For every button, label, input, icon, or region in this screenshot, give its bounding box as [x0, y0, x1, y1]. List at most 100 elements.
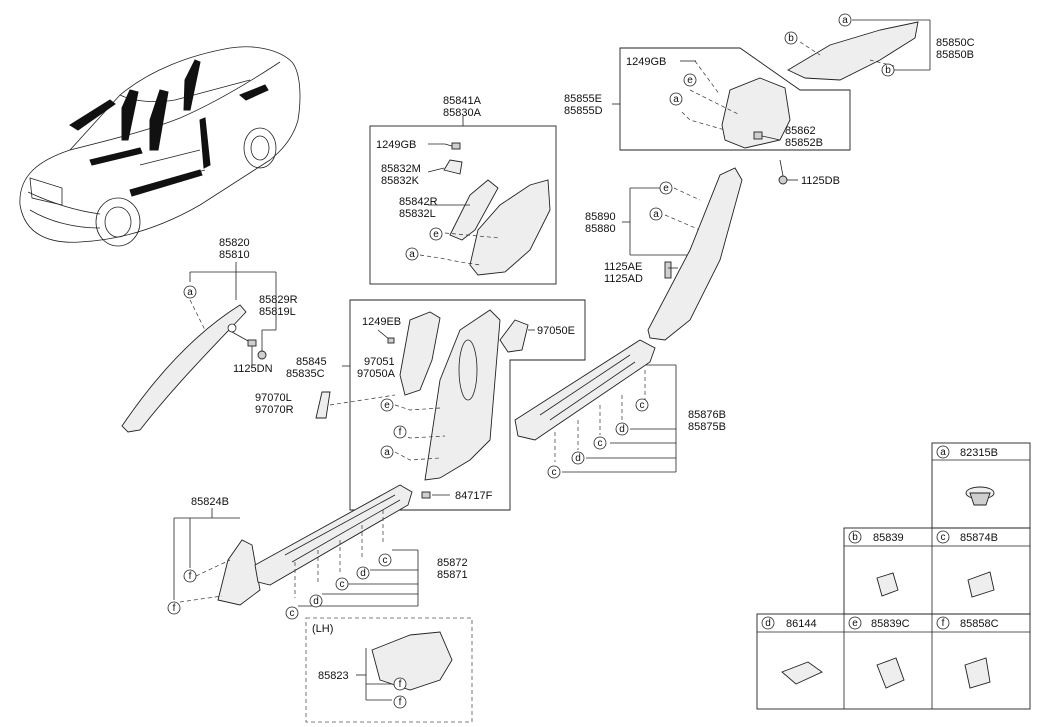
label-85832k: 85832K [381, 175, 420, 187]
rear-scuff-plate [514, 339, 677, 473]
callout-d: d [309, 594, 323, 608]
c-pillar-lower [622, 159, 798, 341]
callout-c: c [593, 436, 607, 450]
legend-e: e 85839C [848, 616, 910, 630]
label-85810: 85810 [219, 249, 250, 261]
callout-c: c [335, 577, 349, 591]
lh-lower-trim-box [305, 617, 473, 723]
label-97070r: 97070R [255, 404, 294, 416]
callout-d: d [615, 422, 629, 436]
svg-text:d: d [765, 618, 771, 629]
clip-85839c-icon [876, 657, 905, 689]
label-85823: 85823 [318, 670, 349, 682]
legend-table [756, 442, 1031, 710]
label-85820: 85820 [219, 237, 250, 249]
label-85852b: 85852B [785, 137, 823, 149]
svg-text:e: e [852, 618, 858, 629]
front-scuff-plate [173, 484, 419, 607]
label-85830a: 85830A [443, 107, 482, 119]
callout-f: f [167, 601, 181, 615]
label-85871: 85871 [437, 569, 468, 581]
label-1125dn: 1125DN [233, 363, 273, 375]
label-85850c: 85850C [936, 37, 975, 49]
label-85850b: 85850B [936, 49, 974, 61]
svg-text:c: c [941, 532, 946, 543]
label-1249gb-a: 1249GB [376, 139, 416, 151]
svg-text:e: e [384, 400, 390, 411]
svg-text:85874B: 85874B [960, 532, 998, 544]
label-85824b: 85824B [191, 496, 229, 508]
label-1125db: 1125DB [801, 175, 840, 187]
callout-a: a [405, 247, 419, 261]
a-pillar-trim-group [121, 262, 277, 433]
svg-text:a: a [187, 287, 193, 298]
label-85855d: 85855D [564, 105, 603, 117]
label-lh: (LH) [312, 623, 333, 635]
label-1125ae: 1125AE [604, 261, 642, 273]
part-labels: 85820 85810 85829R 85819L 1125DN 85841A … [191, 37, 975, 682]
callout-d: d [571, 451, 585, 465]
svg-text:d: d [619, 424, 625, 435]
clip-85839-icon [876, 572, 899, 597]
b-pillar-lower-box [315, 299, 586, 511]
svg-text:c: c [598, 438, 603, 449]
quarter-trim-upper [787, 19, 931, 81]
svg-text:c: c [290, 608, 295, 619]
svg-text:d: d [360, 568, 366, 579]
callout-a: a [838, 13, 852, 27]
callout-d: d [356, 566, 370, 580]
label-1125ad: 1125AD [604, 273, 643, 285]
svg-text:c: c [552, 467, 557, 478]
svg-text:82315B: 82315B [960, 447, 998, 459]
callout-a: a [649, 207, 663, 221]
legend-d: d 86144 [761, 616, 817, 630]
callout-e: e [380, 398, 394, 412]
b-pillar-upper-box [369, 116, 557, 285]
svg-text:d: d [575, 453, 581, 464]
label-84717f: 84717F [455, 490, 493, 502]
svg-text:86144: 86144 [786, 618, 817, 630]
label-85876b: 85876B [688, 409, 726, 421]
callout-f: f [393, 695, 407, 709]
legend-b: b 85839 [848, 530, 904, 544]
svg-text:c: c [640, 400, 645, 411]
svg-text:a: a [409, 249, 415, 260]
svg-text:85839: 85839 [873, 532, 904, 544]
callout-a: a [183, 285, 197, 299]
label-1249eb: 1249EB [362, 316, 401, 328]
svg-text:b: b [788, 33, 794, 44]
callout-c: c [378, 553, 392, 567]
svg-text:a: a [673, 94, 679, 105]
svg-text:e: e [663, 183, 669, 194]
callout-c: c [635, 398, 649, 412]
callout-c: c [547, 465, 561, 479]
svg-text:f: f [399, 427, 402, 438]
svg-text:a: a [940, 447, 946, 458]
callout-a: a [380, 445, 394, 459]
svg-text:85839C: 85839C [871, 618, 910, 630]
label-85872: 85872 [437, 557, 468, 569]
svg-text:b: b [852, 532, 858, 543]
label-85841a: 85841A [443, 95, 482, 107]
svg-text:e: e [687, 75, 693, 86]
callout-e: e [683, 73, 697, 87]
svg-text:f: f [189, 571, 192, 582]
callout-b: b [881, 63, 895, 77]
callout-a: a [669, 92, 683, 106]
label-85875b: 85875B [688, 421, 726, 433]
legend-a: a 82315B [936, 445, 998, 459]
label-85880: 85880 [585, 223, 616, 235]
clip-82315b-icon [965, 486, 995, 506]
label-85819l: 85819L [259, 306, 296, 318]
callout-c: c [285, 606, 299, 620]
svg-text:d: d [313, 596, 319, 607]
legend-c: c 85874B [936, 530, 998, 544]
label-85890: 85890 [585, 211, 616, 223]
svg-text:c: c [383, 555, 388, 566]
label-85842r: 85842R [399, 196, 438, 208]
label-85845: 85845 [296, 356, 327, 368]
label-97050e: 97050E [537, 325, 575, 337]
svg-text:f: f [173, 603, 176, 614]
callout-f: f [183, 569, 197, 583]
